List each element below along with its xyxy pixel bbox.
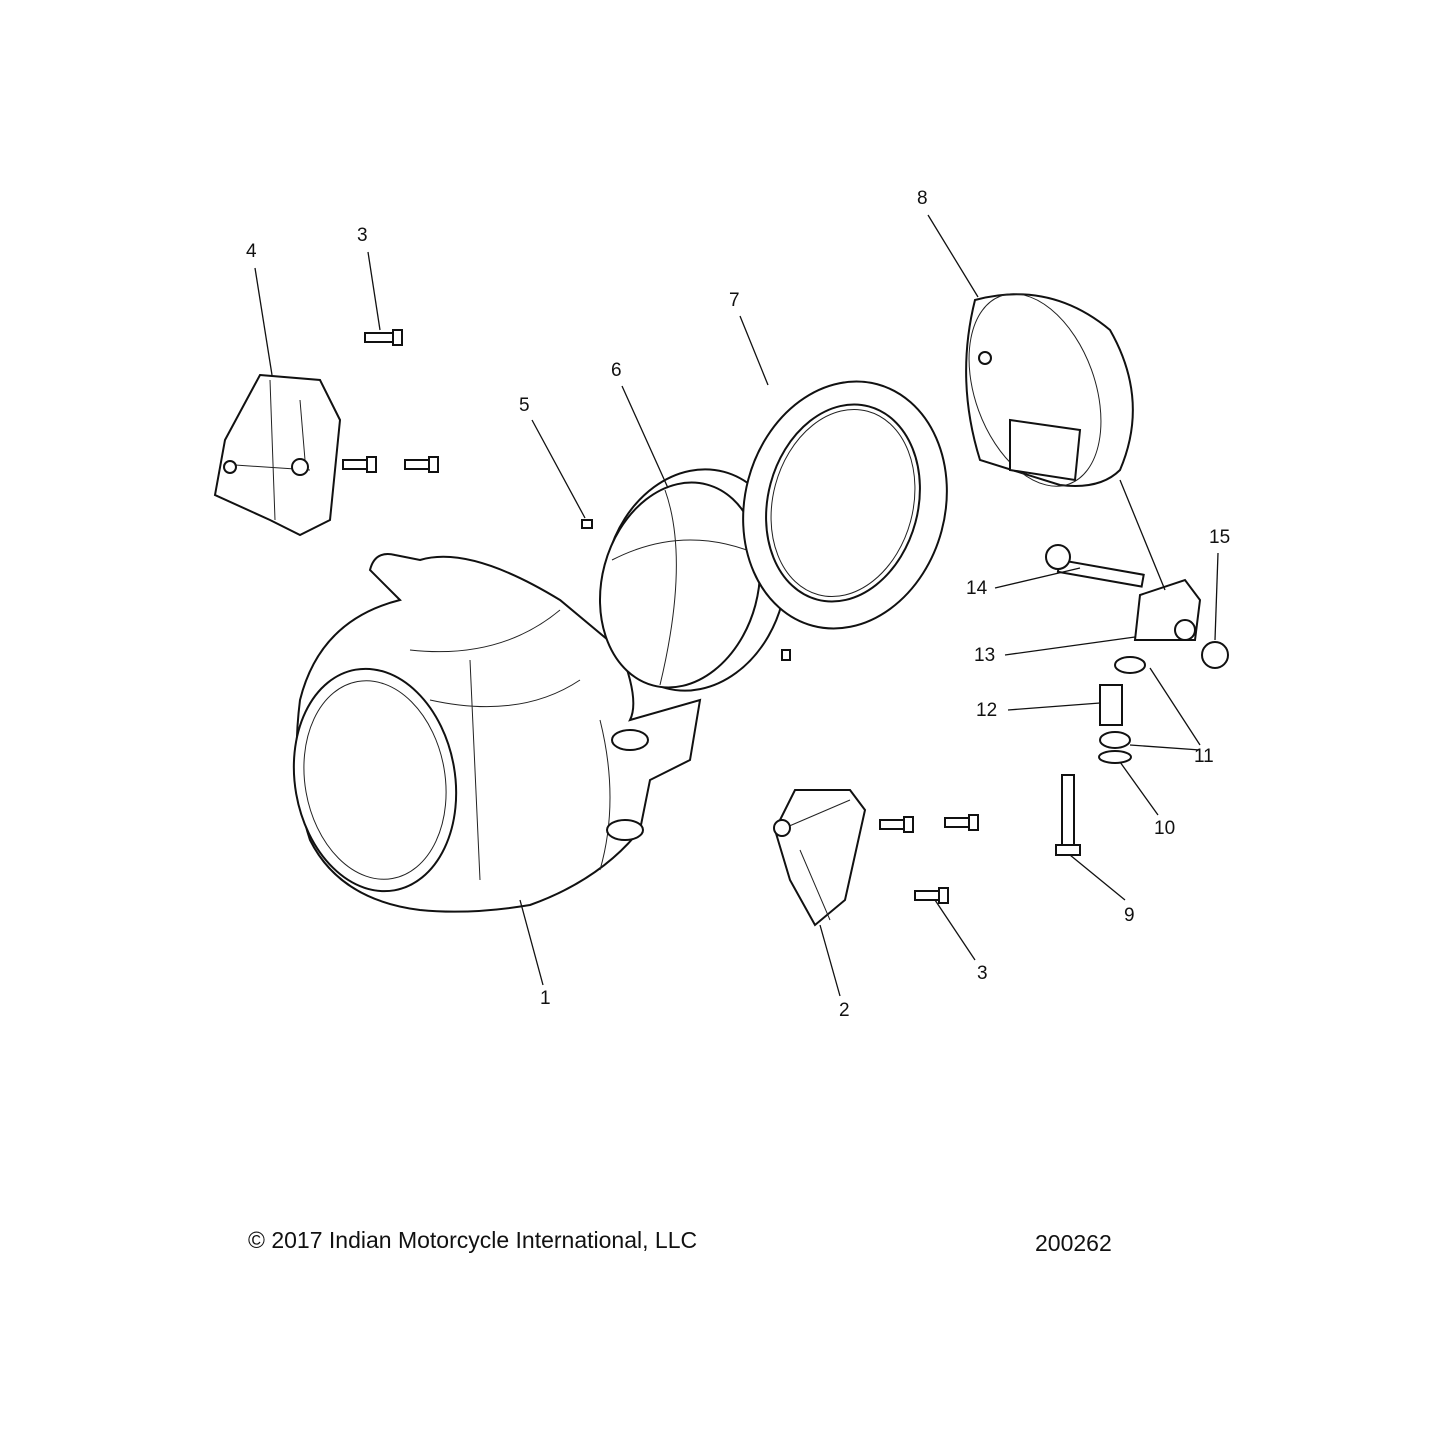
callout-7: 7 [729, 290, 740, 311]
callout-12: 12 [976, 700, 998, 721]
callout-13: 13 [974, 645, 996, 666]
copyright-text: © 2017 Indian Motorcycle International, … [248, 1227, 698, 1253]
part-headlight-nacelle [292, 553, 702, 913]
callout-11: 11 [1194, 746, 1214, 767]
callout-10: 10 [1154, 818, 1176, 839]
callout-6: 6 [611, 360, 622, 381]
callout-3: 3 [977, 963, 988, 984]
diagram-number: 200262 [1035, 1230, 1112, 1256]
part-trim-ring [742, 380, 948, 630]
callout-8: 8 [917, 188, 928, 209]
part-mount-hardware [1045, 544, 1229, 856]
callout-9: 9 [1124, 905, 1135, 926]
callout-3: 3 [357, 225, 368, 246]
part-bracket-left [213, 373, 342, 537]
callout-14: 14 [966, 578, 988, 599]
callout-1: 1 [540, 988, 551, 1009]
leader-lines [254, 214, 1219, 997]
part-bracket-right [773, 789, 867, 927]
callout-4: 4 [246, 241, 257, 262]
callout-15: 15 [1209, 527, 1231, 548]
part-headlamp [598, 468, 788, 692]
callout-2: 2 [839, 1000, 850, 1021]
part-bolts [342, 329, 979, 904]
part-headlight-bucket [965, 293, 1134, 487]
callout-5: 5 [519, 395, 530, 416]
